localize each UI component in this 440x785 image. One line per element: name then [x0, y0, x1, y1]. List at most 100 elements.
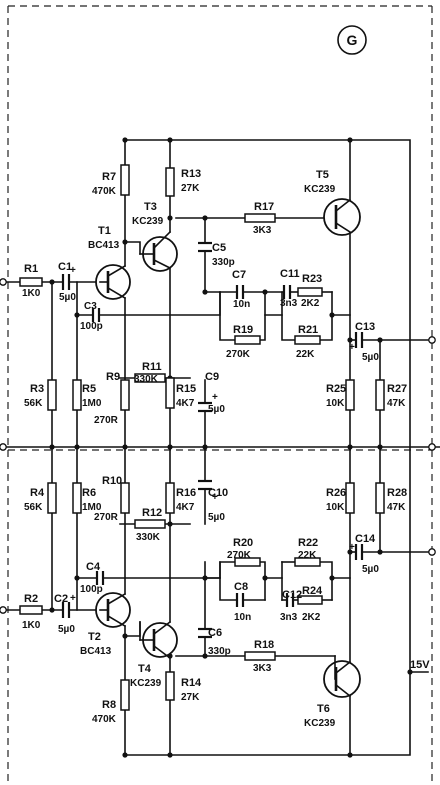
label-r16-value: 4K7	[176, 502, 195, 513]
label-r18-ref: R18	[254, 639, 274, 651]
ground-terminal-left	[0, 443, 7, 451]
label-t1-ref: T1	[98, 225, 111, 237]
capacitor-c8	[235, 593, 245, 607]
label-r18-value: 3K3	[253, 663, 272, 674]
label-r21-ref: R21	[298, 324, 318, 336]
label-r20-value: 270K	[227, 550, 252, 561]
label-r1-value: 1K0	[22, 288, 41, 299]
label-c13-value: 5µ0	[362, 352, 379, 363]
label-r17-value: 3K3	[253, 225, 272, 236]
capacitor-c14	[354, 544, 364, 560]
ground-terminal-right	[428, 443, 436, 451]
label-r8-value: 470K	[92, 714, 117, 725]
label-r1-ref: R1	[24, 263, 38, 275]
resistor-r15	[165, 377, 175, 409]
label-c12-ref: C12	[282, 589, 302, 601]
svg-text:+: +	[70, 265, 76, 276]
panel-letter: G	[347, 32, 358, 48]
label-r26-ref: R26	[326, 487, 346, 499]
label-r14-value: 27K	[181, 692, 200, 703]
svg-text:+: +	[349, 542, 355, 553]
label-r7-ref: R7	[102, 171, 116, 183]
capacitor-c4	[95, 571, 105, 585]
capacitor-c2	[61, 602, 71, 618]
label-c11-ref: C11	[280, 268, 300, 280]
resistor-r17	[244, 213, 276, 223]
label-c3-ref: C3	[84, 301, 97, 312]
board-outline	[7, 5, 433, 782]
label-t4-ref: T4	[138, 663, 152, 675]
label-r23-value: 2K2	[301, 298, 320, 309]
label-r5-ref: R5	[82, 383, 96, 395]
label-r3-value: 56K	[24, 398, 43, 409]
label-c14-ref: C14	[355, 533, 376, 545]
transistor-t3	[139, 230, 178, 272]
label-r6-ref: R6	[82, 487, 96, 499]
resistor-r25	[345, 379, 355, 411]
resistors	[19, 164, 385, 711]
panel-marker: G	[337, 25, 367, 55]
label-t2-ref: T2	[88, 631, 101, 643]
resistor-r1	[19, 277, 43, 287]
label-r28-ref: R28	[387, 487, 407, 499]
label-t5-ref: T5	[316, 169, 329, 181]
label-c3-value: 100p	[80, 321, 103, 332]
label-r25-ref: R25	[326, 383, 346, 395]
input-terminal-upper	[0, 278, 7, 286]
label-t3-value: KC239	[132, 216, 164, 227]
resistor-r13	[165, 167, 175, 197]
label-r22-value: 22K	[298, 550, 317, 561]
label-c4-ref: C4	[86, 561, 101, 573]
label-c6-ref: C6	[208, 627, 222, 639]
polarity-marks: + + + + + +	[70, 265, 355, 604]
transistor-t5	[323, 198, 361, 236]
label-r4-value: 56K	[24, 502, 43, 513]
label-r9-ref: R9	[106, 371, 120, 383]
label-r22-ref: R22	[298, 537, 318, 549]
label-r14-ref: R14	[181, 677, 202, 689]
label-r2-value: 1K0	[22, 620, 41, 631]
capacitor-c12	[285, 593, 295, 607]
label-r12-value: 330K	[136, 532, 161, 543]
label-c2-value: 5µ0	[58, 624, 75, 635]
label-r24-value: 2K2	[302, 612, 321, 623]
label-r26-value: 10K	[326, 502, 345, 513]
resistor-r8	[120, 679, 130, 711]
label-r6-value: 1M0	[82, 502, 102, 513]
svg-text:+: +	[212, 492, 218, 503]
resistor-r6	[72, 482, 82, 514]
resistor-r21	[294, 335, 321, 345]
label-c6-value: 330p	[208, 646, 231, 657]
resistor-r23	[297, 287, 323, 297]
label-r27-value: 47K	[387, 398, 406, 409]
label-r27-ref: R27	[387, 383, 407, 395]
label-r11-ref: R11	[142, 361, 162, 373]
label-r2-ref: R2	[24, 593, 38, 605]
capacitor-c3	[91, 308, 101, 322]
label-r13-value: 27K	[181, 183, 200, 194]
label-c14-value: 5µ0	[362, 564, 379, 575]
label-r17-ref: R17	[254, 201, 274, 213]
label-r19-ref: R19	[233, 324, 253, 336]
svg-text:+: +	[70, 593, 76, 604]
capacitor-c5	[198, 241, 212, 253]
label-c9-ref: C9	[205, 371, 219, 383]
label-c7-value: 10n	[233, 299, 250, 310]
label-c10-value: 5µ0	[208, 512, 225, 523]
label-t6-ref: T6	[317, 703, 330, 715]
label-t1-value: BC413	[88, 240, 120, 251]
capacitor-c11	[282, 285, 292, 299]
output-terminal-upper	[428, 336, 436, 344]
label-t2-value: BC413	[80, 646, 112, 657]
label-c4-value: 100p	[80, 584, 103, 595]
label-r23-ref: R23	[302, 273, 322, 285]
label-r10-value: 270R	[94, 512, 119, 523]
label-c13-ref: C13	[355, 321, 375, 333]
resistor-r16	[165, 482, 175, 514]
label-t3-ref: T3	[144, 201, 157, 213]
resistor-r7	[120, 164, 130, 196]
label-c10-ref: C10	[208, 487, 228, 499]
input-terminal-lower	[0, 606, 7, 614]
resistor-r19	[234, 335, 261, 345]
label-r24-ref: R24	[302, 585, 323, 597]
